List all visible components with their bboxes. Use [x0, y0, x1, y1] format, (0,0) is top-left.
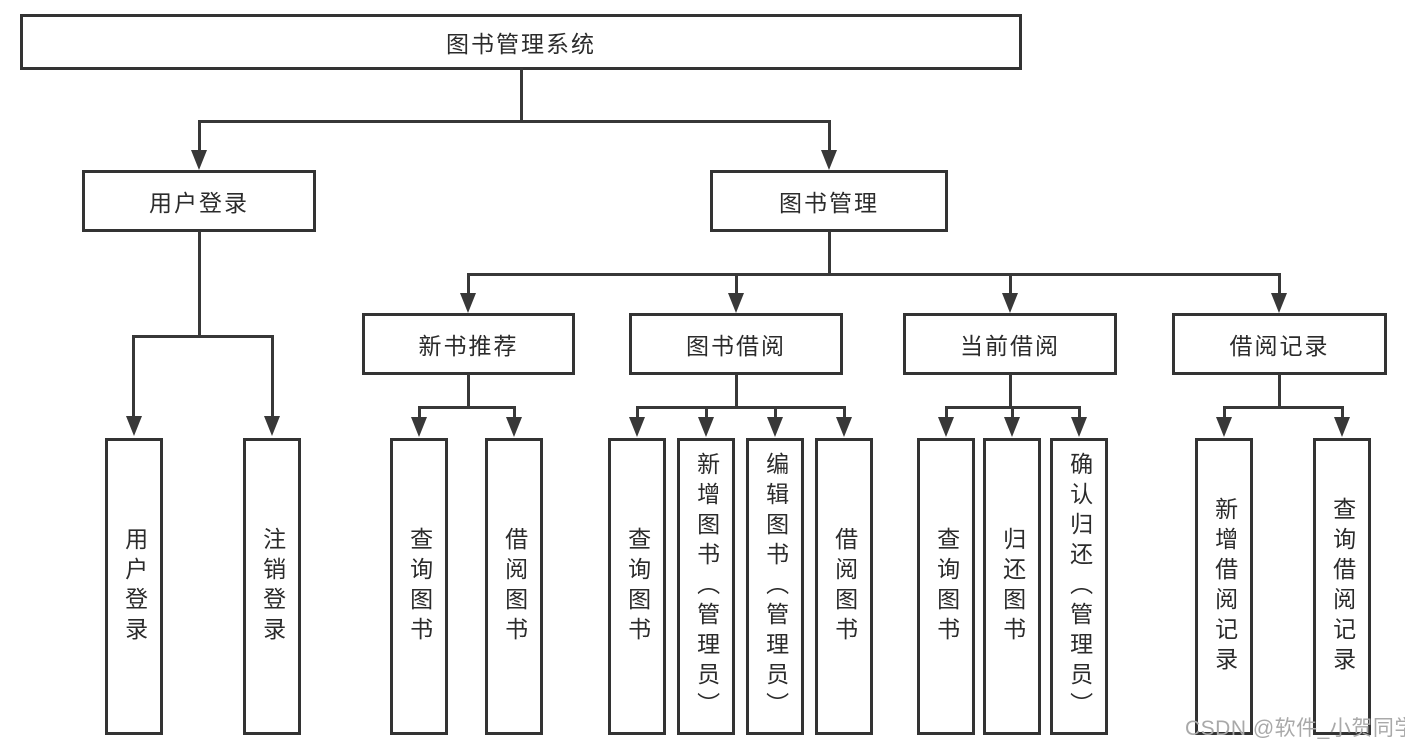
arrowhead-leaf-6: [836, 417, 852, 437]
arrowhead-leaf-1: [411, 417, 427, 437]
connector-current-stem: [1009, 374, 1012, 409]
leaf-query-borrow-record: 查询借阅记录: [1313, 438, 1371, 735]
arrowhead-leaf-2: [506, 417, 522, 437]
connector-to-current-borrow: [1009, 273, 1012, 298]
leaf-query-books-recommend: 查询图书: [390, 438, 448, 735]
connector-leaf-9: [1078, 406, 1081, 420]
node-current-borrow: 当前借阅: [903, 313, 1117, 375]
arrowhead-leaf-8: [1004, 417, 1020, 437]
connector-to-book-management: [828, 120, 831, 154]
arrowhead-borrow-records: [1271, 293, 1287, 313]
connector-leaf-7: [945, 406, 948, 420]
node-new-book-recommend: 新书推荐: [362, 313, 575, 375]
connector-leaf-3: [636, 406, 639, 420]
connector-user-login-hline: [132, 335, 274, 338]
connector-leaf-1: [418, 406, 421, 420]
arrowhead-leaf-user-login: [126, 416, 142, 436]
node-library-system: 图书管理系统: [20, 14, 1022, 70]
arrowhead-current-borrow: [1002, 293, 1018, 313]
connector-to-borrow-records: [1278, 273, 1281, 298]
connector-recommend-hline: [418, 406, 516, 409]
arrowhead-leaf-logout: [264, 416, 280, 436]
leaf-query-books-borrow: 查询图书: [608, 438, 666, 735]
connector-root-hline: [198, 120, 831, 123]
connector-leaf-5: [774, 406, 777, 420]
arrowhead-new-book-recommend: [460, 293, 476, 313]
arrowhead-leaf-7: [938, 417, 954, 437]
connector-records-hline: [1223, 406, 1343, 409]
connector-leaf-10: [1223, 406, 1226, 420]
arrowhead-leaf-11: [1334, 417, 1350, 437]
csdn-watermark: CSDN @软件_小贺同学: [1185, 717, 1405, 740]
connector-to-leaf-logout: [271, 335, 274, 417]
connector-borrow-hline: [636, 406, 845, 409]
connector-book-management-hline: [467, 273, 1281, 276]
connector-to-leaf-user-login: [132, 335, 135, 417]
arrowhead-leaf-9: [1071, 417, 1087, 437]
arrowhead-leaf-10: [1216, 417, 1232, 437]
arrowhead-leaf-5: [767, 417, 783, 437]
arrowhead-book-borrow: [728, 293, 744, 313]
connector-book-management-stem: [828, 231, 831, 276]
connector-recommend-stem: [467, 374, 470, 409]
connector-leaf-6: [843, 406, 846, 420]
connector-leaf-11: [1341, 406, 1344, 420]
leaf-query-books-current: 查询图书: [917, 438, 975, 735]
connector-records-stem: [1278, 374, 1281, 409]
connector-root-stem: [520, 68, 523, 123]
node-book-management: 图书管理: [710, 170, 948, 232]
arrowhead-leaf-4: [698, 417, 714, 437]
connector-leaf-2: [513, 406, 516, 420]
connector-user-login-stem: [198, 231, 201, 338]
leaf-borrow-books-recommend: 借阅图书: [485, 438, 543, 735]
leaf-add-borrow-record: 新增借阅记录: [1195, 438, 1253, 735]
leaf-confirm-return-admin: 确认归还（管理员）: [1050, 438, 1108, 735]
arrowhead-user-login: [191, 150, 207, 170]
connector-to-user-login: [198, 120, 201, 154]
leaf-borrow-books: 借阅图书: [815, 438, 873, 735]
connector-leaf-8: [1011, 406, 1014, 420]
node-user-login: 用户登录: [82, 170, 316, 232]
arrowhead-leaf-3: [629, 417, 645, 437]
leaf-user-login: 用户登录: [105, 438, 163, 735]
connector-to-new-book-recommend: [467, 273, 470, 298]
arrowhead-book-management: [821, 150, 837, 170]
leaf-add-books-admin: 新增图书（管理员）: [677, 438, 735, 735]
connector-leaf-4: [705, 406, 708, 420]
node-book-borrow: 图书借阅: [629, 313, 843, 375]
leaf-edit-books-admin: 编辑图书（管理员）: [746, 438, 804, 735]
leaf-return-books: 归还图书: [983, 438, 1041, 735]
node-borrow-records: 借阅记录: [1172, 313, 1387, 375]
connector-to-book-borrow: [735, 273, 738, 298]
connector-borrow-stem: [735, 374, 738, 409]
leaf-logout: 注销登录: [243, 438, 301, 735]
